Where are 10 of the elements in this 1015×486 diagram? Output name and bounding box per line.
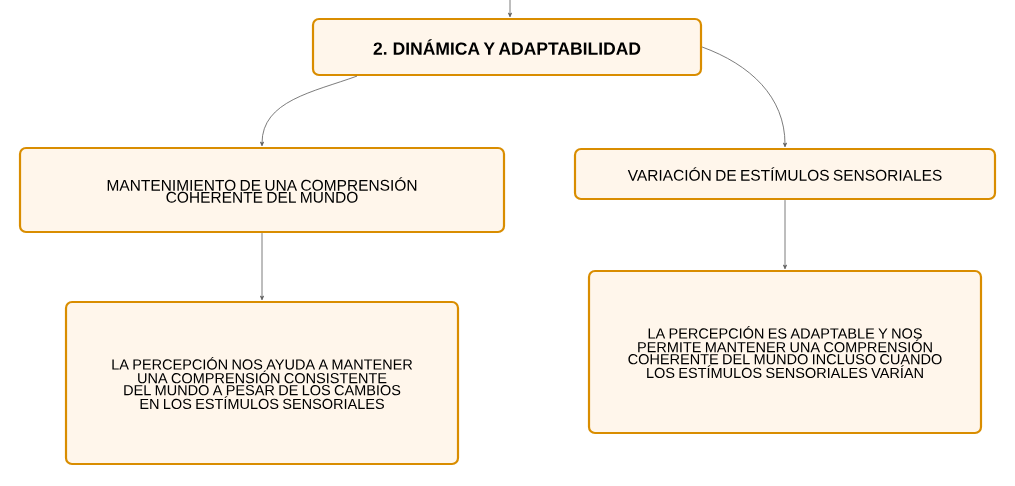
arrow [260, 232, 264, 301]
concept-box: VARIACIÓN DE ESTÍMULOS SENSORIALES [573, 147, 997, 201]
title-box: 2. DINÁMICA Y ADAPTABILIDAD [311, 17, 703, 77]
concept-box: LA PERCEPCIÓN NOS AYUDA A MANTENER UNA COMPRENSIÓN CONSISTENTE DEL MUNDO A PESAR DE LOS CAMBIOS EN LOS ESTÍMULOS SENSORIALES [64, 300, 460, 466]
concept-box: LA PERCEPCIÓN ES ADAPTABLE Y NOS PERMITE MANTENER UNA COMPRENSIÓN COHERENTE DEL MUNDO INCLUSO CUANDO LOS ESTÍMULOS SENSORIALES VARÍAN [587, 269, 983, 435]
arrow [701, 46, 787, 148]
arrow [508, 0, 512, 18]
arrow [260, 75, 358, 147]
concept-box: MANTENIMIENTO DE UNA COMPRENSIÓN COHERENTE DEL MUNDO [18, 146, 506, 234]
arrow [783, 199, 787, 270]
